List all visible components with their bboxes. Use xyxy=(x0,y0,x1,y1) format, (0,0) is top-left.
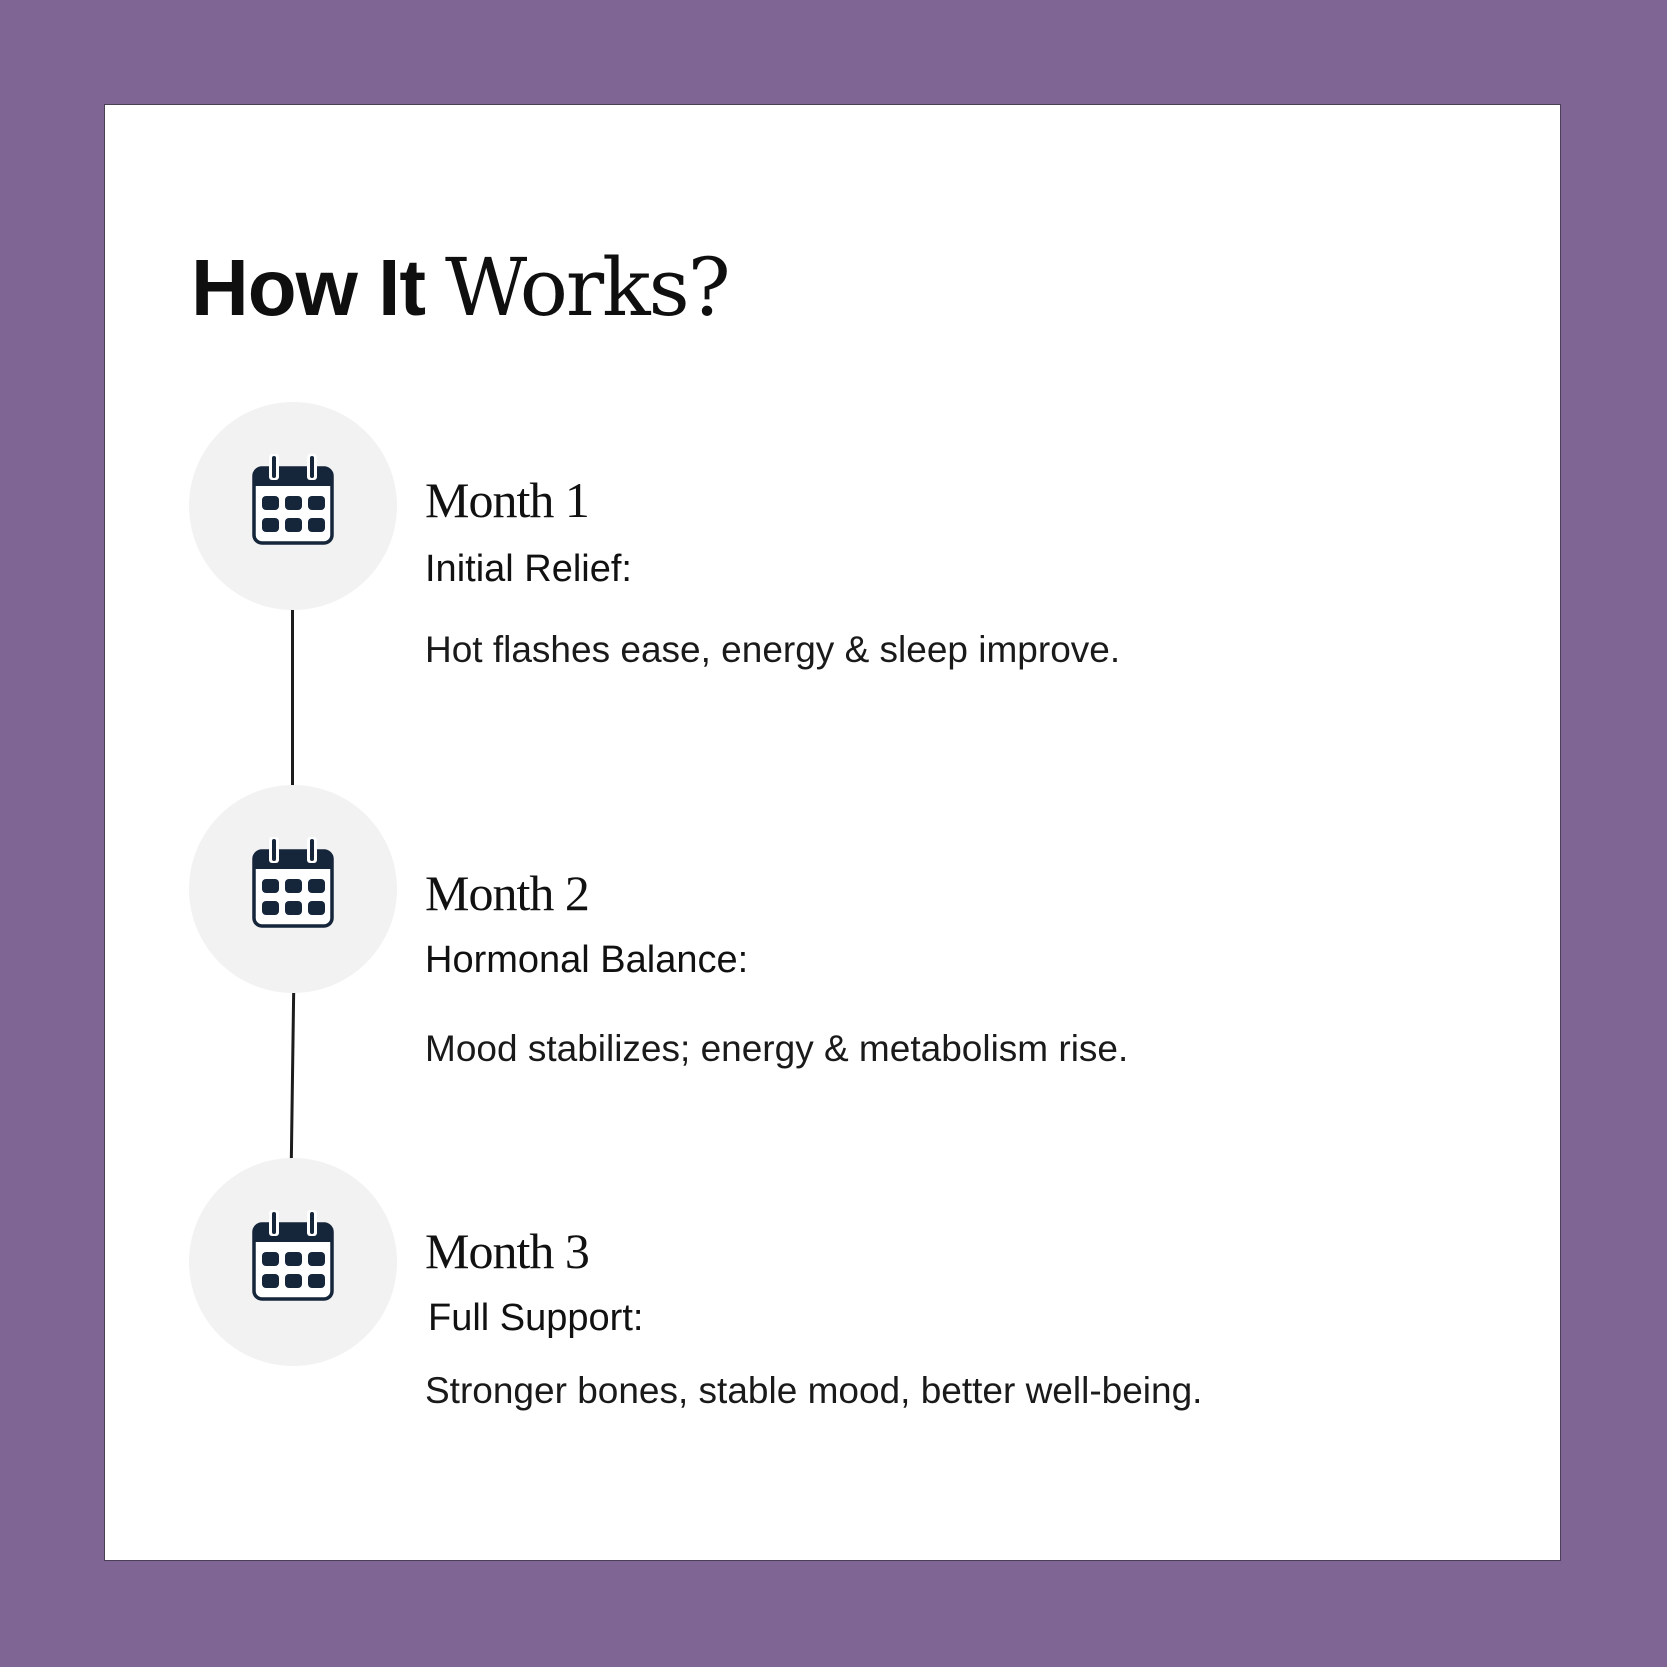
title-serif-part: Works? xyxy=(444,241,731,334)
step-1-month: Month 1 xyxy=(425,472,590,528)
step-1-icon-circle xyxy=(189,402,397,610)
step-3-icon-circle xyxy=(189,1158,397,1366)
step-3-month: Month 3 xyxy=(425,1223,590,1279)
step-1-heading: Initial Relief: xyxy=(425,548,632,590)
timeline-connector-2 xyxy=(289,992,296,1160)
step-2-description: Mood stabilizes; energy & metabolism ris… xyxy=(425,1028,1129,1069)
step-3-description: Stronger bones, stable mood, better well… xyxy=(425,1370,1203,1411)
title-sans-part: How It xyxy=(191,243,426,332)
step-2-icon-circle xyxy=(189,785,397,993)
timeline-connector-1 xyxy=(291,609,294,787)
step-1-description: Hot flashes ease, energy & sleep improve… xyxy=(425,629,1121,670)
calendar-icon xyxy=(252,1210,334,1301)
step-2-month: Month 2 xyxy=(425,865,590,921)
calendar-icon xyxy=(252,837,334,928)
calendar-icon xyxy=(252,454,334,545)
step-2-heading: Hormonal Balance: xyxy=(425,939,749,981)
content-card: How It Works? Month 1 Initial Relief: H xyxy=(104,104,1561,1561)
page-title: How It Works? xyxy=(191,248,731,329)
step-3-heading: Full Support: xyxy=(428,1297,644,1339)
